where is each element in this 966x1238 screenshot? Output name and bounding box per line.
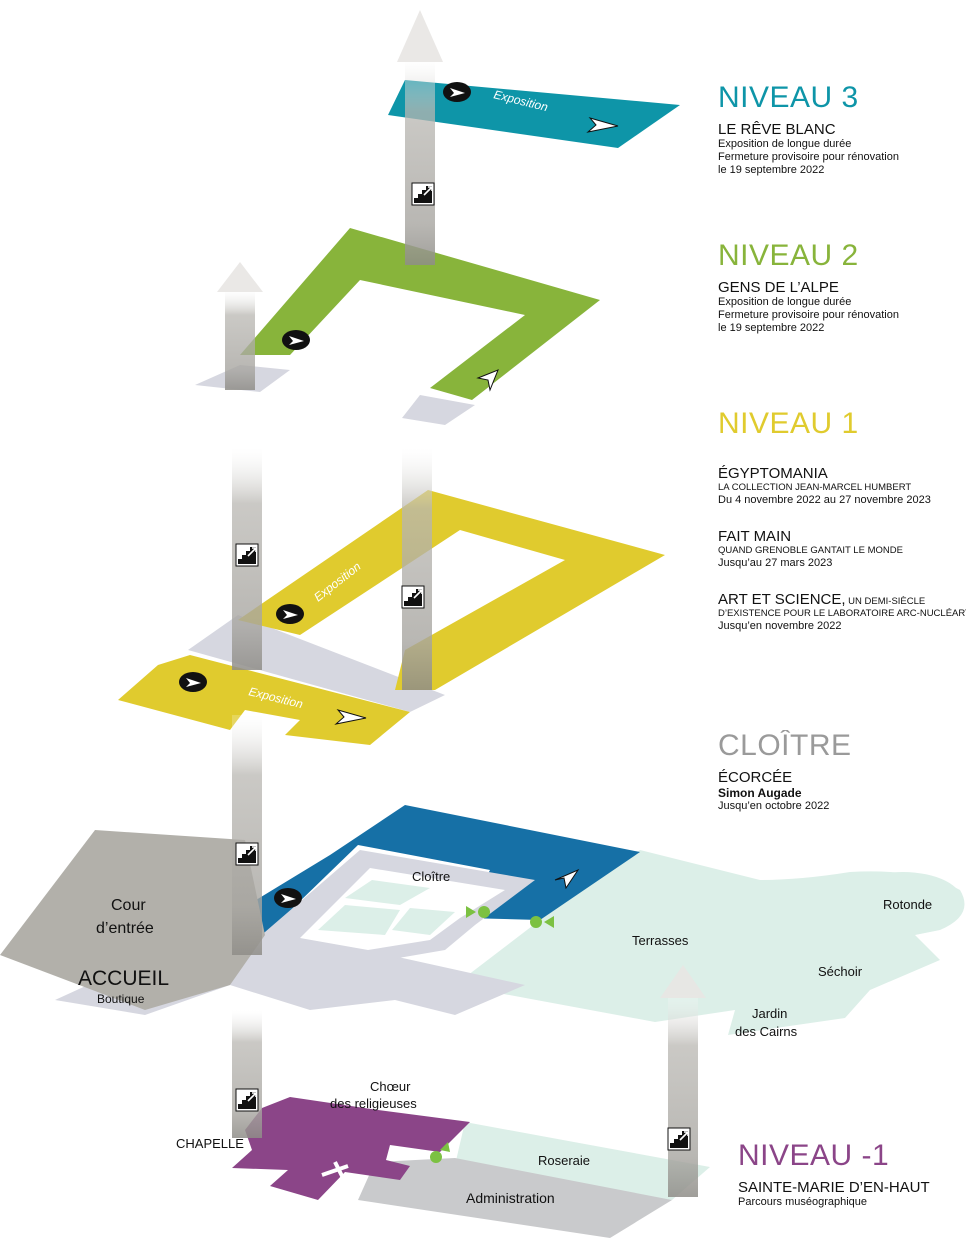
niveau3-title: NIVEAU 3 bbox=[718, 82, 859, 114]
cloitre-floor bbox=[0, 805, 965, 1035]
rotonde-label: Rotonde bbox=[883, 897, 932, 912]
terrasses-label: Terrasses bbox=[632, 933, 689, 948]
cloitre-expo-zone bbox=[210, 805, 640, 935]
rotonde-zone bbox=[843, 872, 963, 932]
fait-main-subtitle: QUAND GRENOBLE GANTAIT LE MONDE bbox=[718, 545, 903, 556]
art-science-dates: Jusqu’en novembre 2022 bbox=[718, 620, 842, 632]
sechoir-label: Séchoir bbox=[818, 964, 863, 979]
niveau3-line3: le 19 septembre 2022 bbox=[718, 164, 825, 176]
niveau-1-upper-expo bbox=[238, 490, 665, 690]
niveau2-line3: le 19 septembre 2022 bbox=[718, 322, 825, 334]
sainte-marie-title: SAINTE-MARIE D’EN-HAUT bbox=[738, 1179, 930, 1196]
vertical-shafts bbox=[217, 10, 706, 1197]
niveau-m1-title: NIVEAU -1 bbox=[738, 1140, 890, 1172]
stairs-icon bbox=[235, 842, 259, 866]
legend-cloitre: CLOÎTRE ÉCORCÉE Simon Augade Jusqu’en oc… bbox=[718, 730, 966, 813]
start-marker-icon bbox=[282, 330, 310, 350]
ecorcee-dates: Jusqu’en octobre 2022 bbox=[718, 800, 830, 812]
fait-main-title: FAIT MAIN bbox=[718, 528, 792, 545]
jardin-label-line2: des Cairns bbox=[735, 1024, 798, 1039]
cour-label-line2: d’entrée bbox=[96, 920, 154, 937]
cour-label-line1: Cour bbox=[111, 897, 146, 914]
stairs-icon bbox=[235, 543, 259, 567]
art-science-title-main: ART ET SCIENCE, bbox=[718, 591, 846, 608]
ecorcee-title: ÉCORCÉE bbox=[718, 769, 793, 786]
legend-niveau1: NIVEAU 1 ÉGYPTOMANIA LA COLLECTION JEAN-… bbox=[718, 408, 966, 633]
chapelle-label: CHAPELLE bbox=[176, 1136, 244, 1151]
egyptomania-dates: Du 4 novembre 2022 au 27 novembre 2023 bbox=[718, 494, 931, 506]
accueil-label: ACCUEIL bbox=[78, 967, 169, 990]
start-marker-icon bbox=[443, 82, 471, 102]
niveau1-title: NIVEAU 1 bbox=[718, 408, 859, 440]
egyptomania-title: ÉGYPTOMANIA bbox=[718, 465, 828, 482]
stairs-icon bbox=[411, 182, 435, 206]
stairs-icon bbox=[667, 1127, 691, 1151]
stairs-icon bbox=[401, 585, 425, 609]
niveau-1-floor bbox=[118, 490, 665, 745]
niveau3-line2: Fermeture provisoire pour rénovation bbox=[718, 151, 899, 163]
legend-niveau-m1: NIVEAU -1 SAINTE-MARIE D’EN-HAUT Parcour… bbox=[738, 1140, 966, 1209]
choeur-label-line1: Chœur bbox=[370, 1079, 411, 1094]
jardin-label-line1: Jardin bbox=[752, 1006, 787, 1021]
terrasses-zone bbox=[455, 850, 965, 1035]
stairs-icon bbox=[235, 1088, 259, 1112]
niveau2-expo: GENS DE L’ALPE bbox=[718, 279, 839, 296]
niveau-2-floor bbox=[195, 228, 600, 425]
art-science-title-inline: UN DEMI-SIÈCLE bbox=[845, 596, 926, 607]
niveau2-line2: Fermeture provisoire pour rénovation bbox=[718, 309, 899, 321]
roseraie-label: Roseraie bbox=[538, 1153, 590, 1168]
fait-main-dates: Jusqu’au 27 mars 2023 bbox=[718, 557, 833, 569]
niveau3-line1: Exposition de longue durée bbox=[718, 138, 852, 150]
niveau2-title: NIVEAU 2 bbox=[718, 240, 859, 272]
start-marker-icon bbox=[274, 888, 302, 908]
cour-entree-zone bbox=[0, 830, 265, 1010]
cloitre-label: Cloître bbox=[412, 869, 450, 884]
administration-label: Administration bbox=[466, 1190, 555, 1206]
art-science-subtitle: D’EXISTENCE POUR LE LABORATOIRE ARC-NUCL… bbox=[718, 608, 966, 619]
niveau-2-expo bbox=[240, 228, 600, 400]
direction-arrow-icon bbox=[554, 868, 580, 890]
direction-arrow-icon bbox=[476, 369, 499, 392]
start-marker-icon bbox=[276, 604, 304, 624]
art-science-title: ART ET SCIENCE, UN DEMI-SIÈCLE bbox=[718, 592, 966, 608]
passage-marker-icon bbox=[430, 906, 554, 1163]
niveau-m1-floor bbox=[232, 1097, 710, 1238]
choeur-label-line2: des religieuses bbox=[330, 1096, 417, 1111]
direction-arrow-icon bbox=[334, 709, 367, 725]
boutique-label: Boutique bbox=[97, 992, 145, 1006]
egyptomania-subtitle: LA COLLECTION JEAN-MARCEL HUMBERT bbox=[718, 482, 912, 493]
niveau3-expo: LE RÊVE BLANC bbox=[718, 121, 836, 138]
sainte-marie-line1: Parcours muséographique bbox=[738, 1196, 868, 1208]
start-marker-icon bbox=[179, 672, 207, 692]
chapelle-room bbox=[232, 1097, 470, 1200]
legend-niveau3: NIVEAU 3 LE RÊVE BLANC Exposition de lon… bbox=[718, 82, 966, 177]
direction-arrow-icon bbox=[586, 117, 619, 133]
cloitre-title: CLOÎTRE bbox=[718, 730, 852, 762]
legend-niveau2: NIVEAU 2 GENS DE L’ALPE Exposition de lo… bbox=[718, 240, 966, 335]
ecorcee-artist: Simon Augade bbox=[718, 786, 802, 800]
niveau2-line1: Exposition de longue durée bbox=[718, 296, 852, 308]
